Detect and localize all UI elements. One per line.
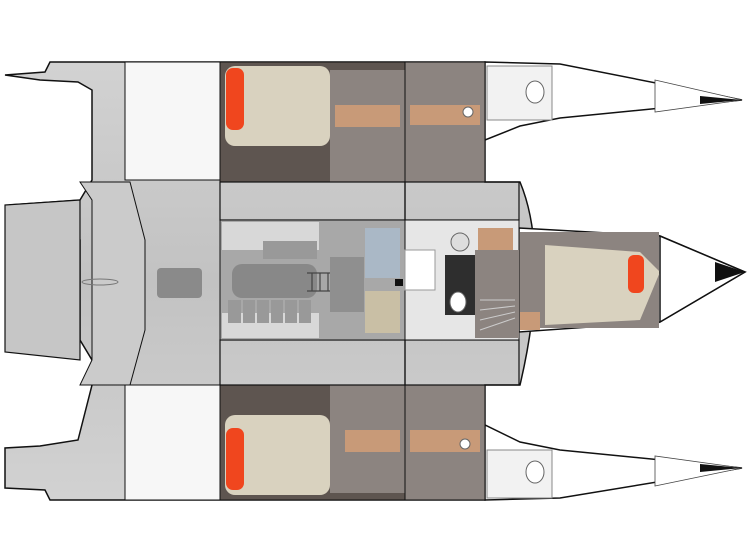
shelf [345, 430, 400, 452]
head-compartment [404, 219, 540, 341]
sink-icon [450, 232, 470, 252]
top-hull-bow [484, 61, 743, 142]
machine-room [219, 219, 406, 341]
blue-panel [365, 228, 400, 278]
bed-icon [225, 66, 330, 146]
toilet-icon [449, 291, 467, 313]
toilet-icon [525, 80, 545, 104]
sand-panel [365, 291, 400, 333]
engine-icon [157, 268, 202, 298]
aft-deck-top [124, 61, 221, 181]
rudder-icon [81, 278, 119, 286]
pillow [628, 255, 644, 293]
bed-icon [225, 415, 330, 495]
center-hull-bow [518, 227, 747, 333]
top-bathroom [486, 65, 553, 121]
sink-icon [462, 106, 474, 118]
sink-icon [459, 438, 471, 450]
aft-deck-bottom [124, 384, 221, 501]
bottom-cabin [219, 384, 486, 501]
toilet-icon [525, 460, 545, 484]
pillow [226, 428, 244, 490]
bottom-hull-bow [484, 423, 743, 501]
shelf [335, 105, 400, 127]
top-cabin [219, 61, 486, 183]
pillow [226, 68, 244, 130]
stairs-icon [475, 250, 519, 338]
